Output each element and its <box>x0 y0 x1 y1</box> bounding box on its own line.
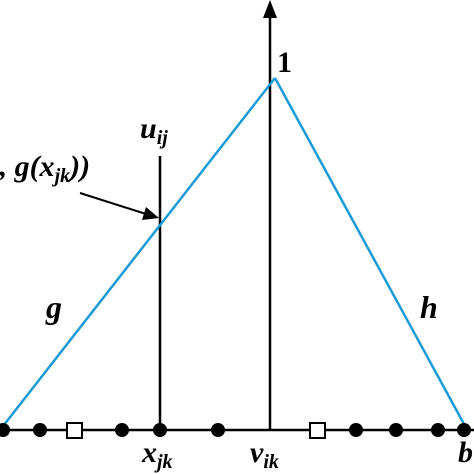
axis-dot <box>389 423 403 437</box>
x-jk-label: xjk <box>141 436 173 473</box>
pointer-arrow-icon <box>142 207 159 220</box>
point-sub: jk <box>52 165 71 187</box>
peak-label: 1 <box>277 46 292 79</box>
axis-dot <box>457 423 471 437</box>
u-ij-main: u <box>140 112 157 145</box>
b-label: b <box>458 436 473 469</box>
h-label: h <box>420 289 438 325</box>
axis-dot <box>153 423 167 437</box>
axis-dot <box>349 423 363 437</box>
pointer-arrow-line <box>79 192 147 215</box>
v-ik-main: v <box>250 436 264 469</box>
x-jk-sub: jk <box>154 451 173 473</box>
axis-square <box>309 422 326 439</box>
u-ij-sub: ij <box>157 127 169 149</box>
y-axis-arrow-icon <box>263 0 277 18</box>
h-edge <box>273 77 466 425</box>
axis-dot <box>431 423 445 437</box>
x-jk-main: x <box>141 436 157 469</box>
axis-dot <box>33 423 47 437</box>
point-suffix: )) <box>67 150 90 183</box>
intersection-point-label: j, g(xjk)) <box>0 150 90 187</box>
v-ik-label: vik <box>250 436 279 473</box>
g-label: g <box>45 289 62 325</box>
axis-dot <box>211 423 225 437</box>
axis-dot <box>0 423 10 437</box>
axis-square <box>66 422 83 439</box>
g-edge <box>0 77 276 431</box>
v-ik-sub: ik <box>263 451 279 473</box>
u-ij-label: uij <box>140 112 168 149</box>
point-mid: , g(x <box>0 150 55 183</box>
axis-dot <box>115 423 129 437</box>
